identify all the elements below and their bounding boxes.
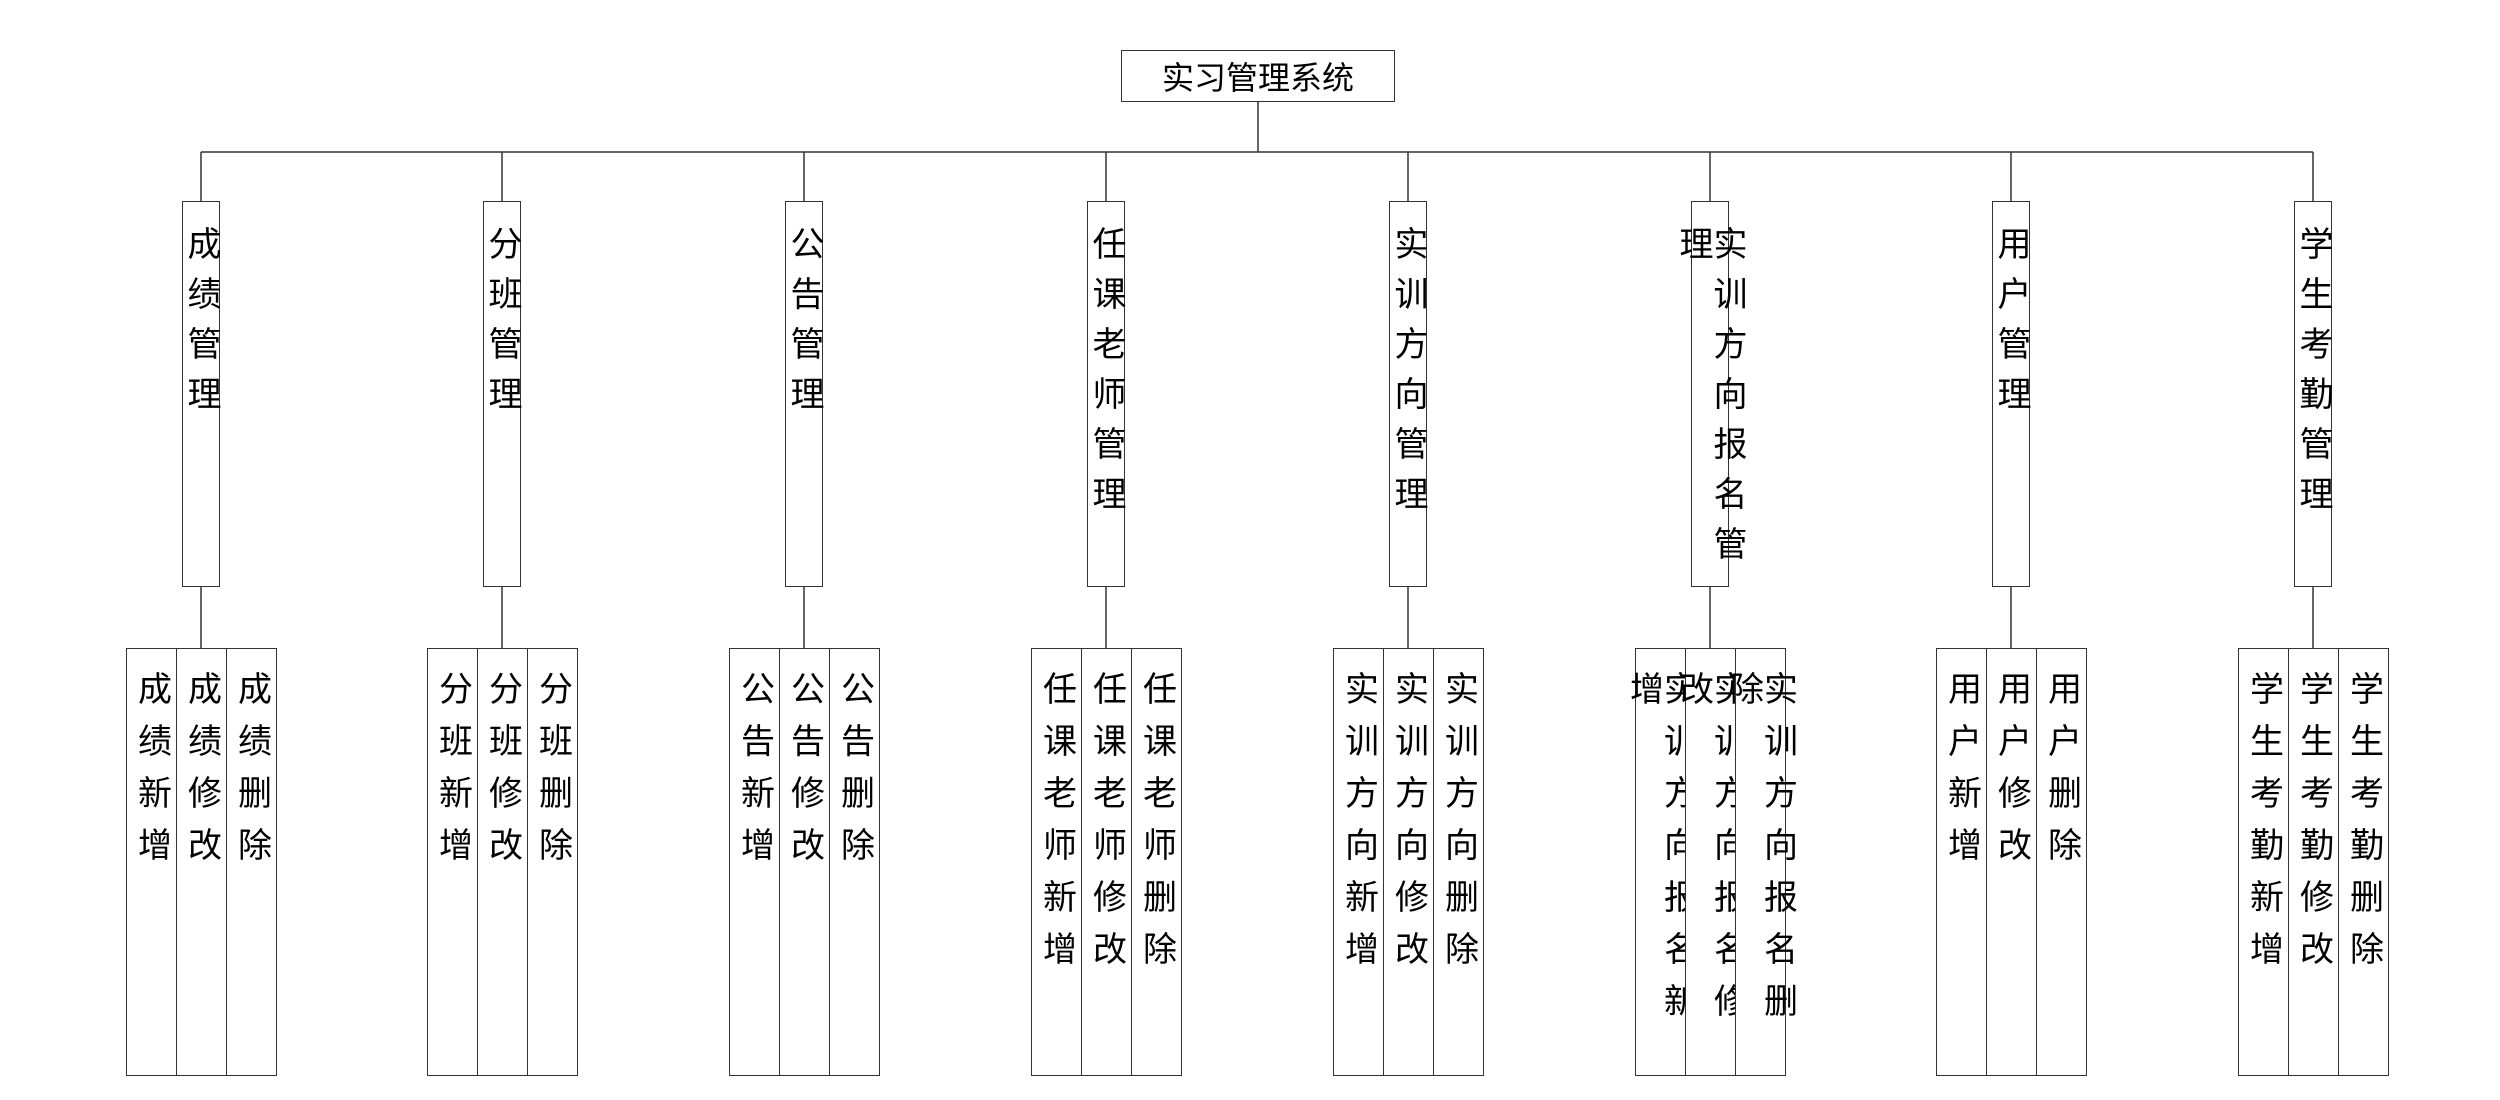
module-node: 公告管理: [784, 201, 824, 587]
leaf-node: 学生考勤删除: [2338, 648, 2389, 1076]
leaf-node: 公告新增: [729, 648, 780, 1076]
leaf-label: 学生考勤删除: [2343, 671, 2384, 983]
root-label: 实习管理系统: [1161, 59, 1354, 97]
leaf-node: 公告删除: [829, 648, 880, 1076]
leaf-label: 学生考勤修改: [2293, 671, 2334, 983]
leaf-label: 成绩删除: [231, 671, 272, 879]
leaf-label: 成绩修改: [181, 671, 222, 879]
leaf-node: 实训方向删除: [1433, 648, 1484, 1076]
module-node: 成绩管理: [181, 201, 221, 587]
module-label: 成绩管理: [181, 226, 221, 426]
module-node: 学生考勤管理: [2293, 201, 2333, 587]
leaf-node: 学生考勤修改: [2288, 648, 2339, 1076]
leaf-label: 学生考勤新增: [2243, 671, 2284, 983]
leaf-node: 用户修改: [1986, 648, 2037, 1076]
leaf-label: 分班删除: [532, 671, 573, 879]
leaf-label: 分班新增: [432, 671, 473, 879]
leaf-label: 实训方向新增: [1338, 671, 1379, 983]
module-node: 任课老师管理: [1086, 201, 1126, 587]
leaf-label: 成绩新增: [131, 671, 172, 879]
leaf-label: 用户修改: [1991, 671, 2032, 879]
leaf-node: 成绩删除: [226, 648, 277, 1076]
module-label: 实训方向报名管理: [1673, 226, 1747, 576]
module-node: 实训方向报名管理: [1673, 201, 1747, 587]
leaf-node: 实训方向修改: [1383, 648, 1434, 1076]
leaf-label: 分班修改: [482, 671, 523, 879]
leaf-label: 任课老师删除: [1136, 671, 1177, 983]
leaf-node: 公告修改: [779, 648, 830, 1076]
leaf-node: 成绩新增: [126, 648, 177, 1076]
leaf-node: 成绩修改: [176, 648, 227, 1076]
leaf-label: 实训方向修改: [1388, 671, 1429, 983]
leaf-node: 用户删除: [2036, 648, 2087, 1076]
leaf-label: 用户新增: [1941, 671, 1982, 879]
root-node: 实习管理系统: [1121, 50, 1395, 102]
leaf-label: 实训方向删除: [1438, 671, 1479, 983]
module-label: 实训方向管理: [1388, 226, 1428, 526]
module-node: 分班管理: [482, 201, 522, 587]
leaf-node: 分班新增: [427, 648, 478, 1076]
module-label: 学生考勤管理: [2293, 226, 2333, 526]
leaf-label: 用户删除: [2041, 671, 2082, 879]
leaf-node: 分班删除: [527, 648, 578, 1076]
leaf-label: 任课老师新增: [1036, 671, 1077, 983]
leaf-label: 公告修改: [784, 671, 825, 879]
module-label: 任课老师管理: [1086, 226, 1126, 526]
leaf-node: 任课老师修改: [1081, 648, 1132, 1076]
module-node: 实训方向管理: [1388, 201, 1428, 587]
leaf-node: 分班修改: [477, 648, 528, 1076]
leaf-node: 任课老师新增: [1031, 648, 1082, 1076]
leaf-node: 实训方向新增: [1333, 648, 1384, 1076]
module-label: 分班管理: [482, 226, 522, 426]
leaf-label: 任课老师修改: [1086, 671, 1127, 983]
leaf-label: 公告新增: [734, 671, 775, 879]
leaf-label: 公告删除: [834, 671, 875, 879]
module-label: 用户管理: [1991, 226, 2031, 426]
leaf-label: 实训方向报名删除: [1723, 671, 1798, 1035]
leaf-node: 任课老师删除: [1131, 648, 1182, 1076]
leaf-node: 实训方向报名删除: [1724, 648, 1798, 1076]
leaf-node: 用户新增: [1936, 648, 1987, 1076]
module-label: 公告管理: [784, 226, 824, 426]
module-node: 用户管理: [1991, 201, 2031, 587]
leaf-node: 学生考勤新增: [2238, 648, 2289, 1076]
